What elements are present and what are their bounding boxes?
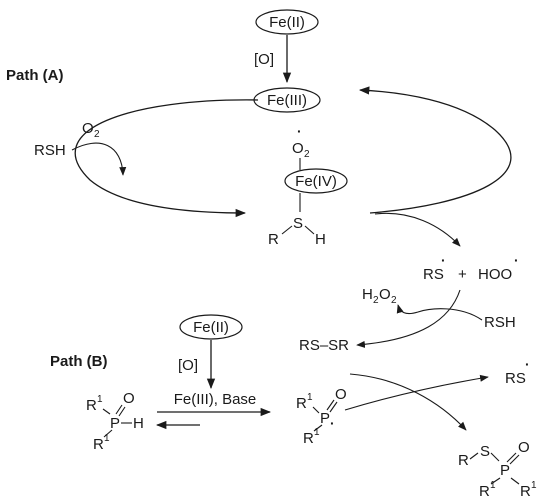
phosphine-oxide: R 1 P O H R 1 <box>86 390 144 453</box>
cycle-arc-right <box>358 86 512 214</box>
o2-subscript: 2 <box>94 129 100 140</box>
svg-text:R: R <box>303 430 314 447</box>
phosphonothioate-product: R S P O R 1 R 1 <box>458 439 537 500</box>
phosphinoyl-radical-dot: · <box>330 415 335 431</box>
svg-text:R: R <box>458 452 469 469</box>
svg-text:O: O <box>123 390 135 407</box>
path-b-label: Path (B) <box>50 353 108 370</box>
disulfide-formation-arrow <box>356 289 461 348</box>
r-s-bond <box>281 225 293 235</box>
svg-text:R: R <box>93 436 104 453</box>
svg-text:R: R <box>86 397 97 414</box>
rsh-entry-arrow <box>71 142 127 176</box>
svg-text:1: 1 <box>104 433 110 444</box>
hoo-radical-dot: · <box>514 252 519 268</box>
h2o2-h: H <box>362 286 373 303</box>
s-atom: S <box>293 215 303 232</box>
r-atom: R <box>268 231 279 248</box>
superoxo-radical-dot: · <box>297 123 302 139</box>
fe2-b-oval <box>179 314 243 340</box>
rs-radical-out: RS <box>505 370 526 387</box>
fe2-label: Fe(II) <box>269 14 305 31</box>
svg-text:O: O <box>518 439 530 456</box>
fe4-label: Fe(IV) <box>295 173 337 190</box>
s-h-bond <box>304 225 315 235</box>
svg-text:R: R <box>479 483 490 500</box>
rs-radical-dot: · <box>441 252 446 268</box>
hoo-radical: HOO <box>478 266 512 283</box>
rs-radical-out-dot: · <box>525 356 530 372</box>
svg-text:R: R <box>520 483 531 500</box>
svg-text:1: 1 <box>97 394 103 405</box>
svg-text:S: S <box>480 443 490 460</box>
release-radicals-arrow <box>374 212 461 247</box>
fe2-b-label: Fe(II) <box>193 319 229 336</box>
h2o2-o-subscript: 2 <box>391 295 397 306</box>
svg-text:1: 1 <box>531 480 537 491</box>
rsh-second: RSH <box>484 314 516 331</box>
h2o2-release-arrow <box>396 304 483 321</box>
plus-sign: + <box>458 266 467 283</box>
h2o2-o: O <box>379 286 391 303</box>
cycle-arc-left <box>74 99 259 218</box>
rs-radical: RS <box>423 266 444 283</box>
path-a-label: Path (A) <box>6 67 64 84</box>
svg-text:R: R <box>296 395 307 412</box>
coupling-arrow <box>349 373 467 431</box>
superoxo-subscript: 2 <box>304 149 310 160</box>
phosphinoyl-radical: R 1 P O R 1 · <box>296 386 347 447</box>
fe3-label: Fe(III) <box>267 92 307 109</box>
superoxo-label: O <box>292 140 304 157</box>
svg-text:1: 1 <box>490 480 496 491</box>
svg-text:1: 1 <box>314 427 320 438</box>
rs-release-arrow <box>344 374 489 411</box>
conditions-label: Fe(III), Base <box>174 391 257 408</box>
o2-label: O <box>82 120 94 137</box>
svg-text:P: P <box>500 462 510 479</box>
svg-text:H: H <box>133 415 144 432</box>
h-atom: H <box>315 231 326 248</box>
svg-text:1: 1 <box>307 392 313 403</box>
h2o2-h-subscript: 2 <box>373 295 379 306</box>
rsh-label: RSH <box>34 142 66 159</box>
fe4-oval <box>284 168 348 194</box>
svg-text:P: P <box>320 410 330 427</box>
svg-text:O: O <box>335 386 347 403</box>
fe2-oval <box>255 9 319 35</box>
disulfide: RS–SR <box>299 337 349 354</box>
oxidant-label: [O] <box>254 51 274 68</box>
svg-text:P: P <box>110 415 120 432</box>
oxidant-b-label: [O] <box>178 357 198 374</box>
